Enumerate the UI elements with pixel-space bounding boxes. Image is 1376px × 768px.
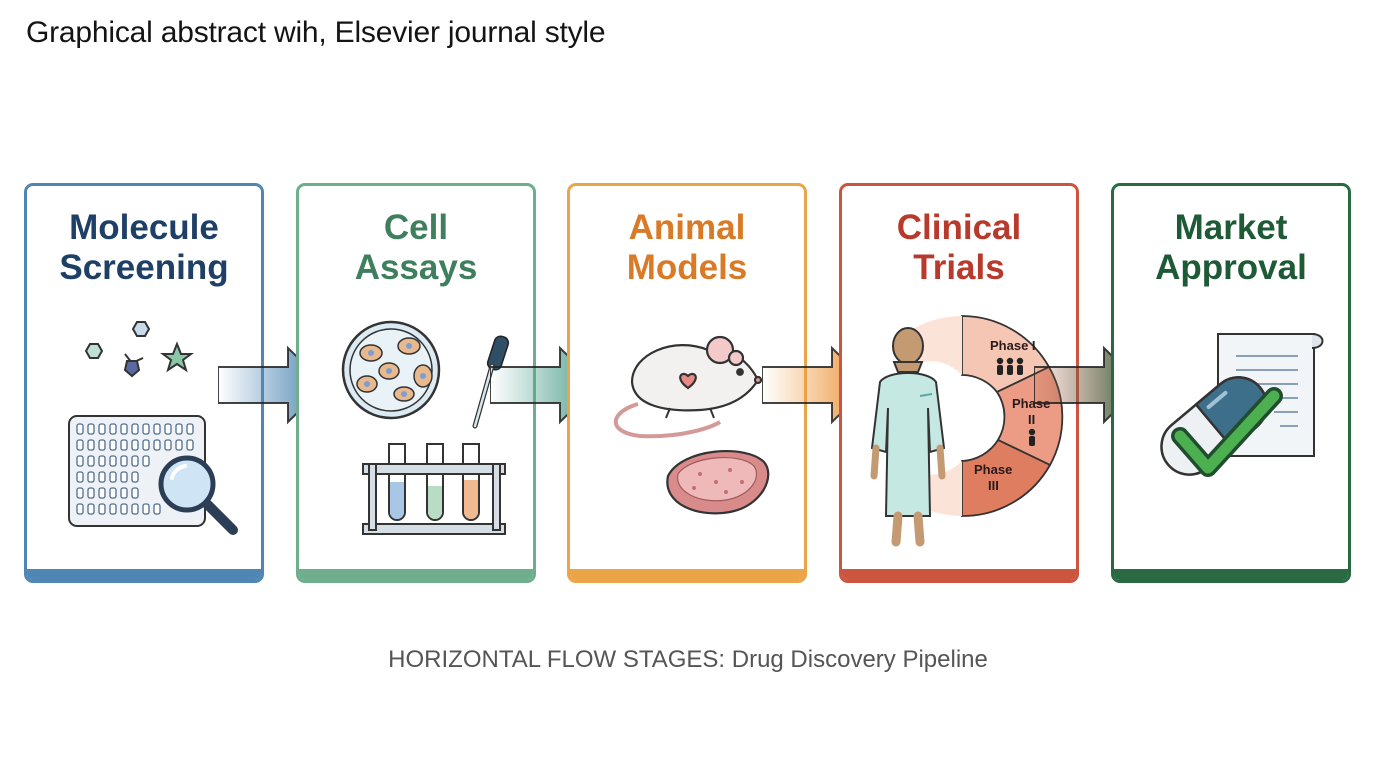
phase-3-number: III xyxy=(988,478,999,493)
stage-market-approval: Market Approval xyxy=(1111,183,1351,583)
molecule-icon xyxy=(84,321,194,378)
stage-clinical-trials: Clinical Trials Phase I Phase II Phase I… xyxy=(839,183,1079,583)
patient-icon xyxy=(870,327,946,547)
stage-title: Clinical Trials xyxy=(896,208,1022,287)
phase-1-label: Phase I xyxy=(990,338,1036,353)
magnifier-icon xyxy=(158,455,238,535)
phase-3-label: Phase xyxy=(974,462,1012,477)
checkmark-icon xyxy=(1171,387,1283,477)
phase-2-number: II xyxy=(1028,412,1035,427)
stage-title: Molecule Screening xyxy=(59,208,229,287)
figure-caption: HORIZONTAL FLOW STAGES: Drug Discovery P… xyxy=(388,646,988,673)
stage-title: Animal Models xyxy=(626,208,748,287)
test-tube-rack-icon xyxy=(362,443,506,535)
petri-dish-icon xyxy=(341,320,441,420)
stage-title: Cell Assays xyxy=(354,208,478,287)
stage-title: Market Approval xyxy=(1155,208,1307,287)
page-title: Graphical abstract wih, Elsevier journal… xyxy=(26,16,606,49)
mouse-icon xyxy=(613,335,763,439)
tissue-icon xyxy=(666,450,770,515)
